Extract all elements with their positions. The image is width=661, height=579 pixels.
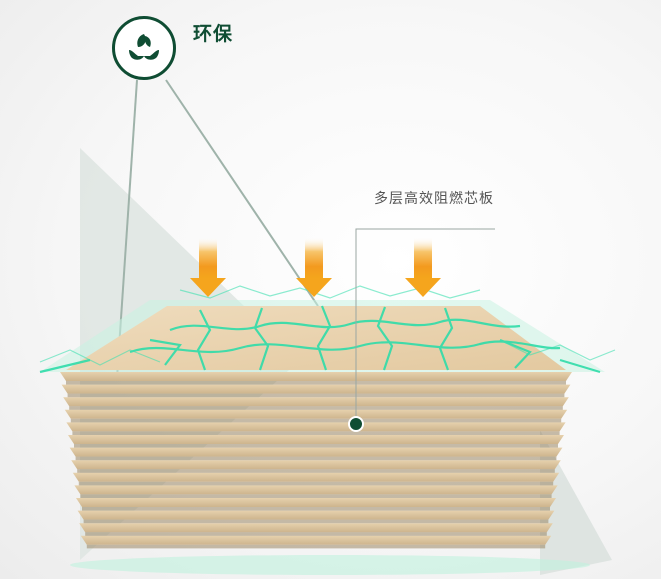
core-sheet	[72, 472, 560, 482]
core-sheet-gap	[66, 381, 566, 385]
core-sheet-gap	[83, 519, 549, 524]
core-sheet	[69, 447, 563, 457]
core-sheet	[74, 485, 558, 495]
core-sheet-gap	[69, 406, 563, 410]
core-sheet-gap	[72, 431, 560, 435]
core-sheet-gap	[80, 494, 552, 498]
core-sheet	[68, 435, 564, 444]
core-sheet-gap	[77, 469, 555, 473]
background-triangle-right	[540, 430, 612, 575]
core-sheet-gap	[86, 544, 546, 549]
core-sheet	[71, 460, 561, 470]
core-sheet	[61, 384, 571, 394]
core-sheet-gap	[82, 507, 550, 511]
heat-arrow-middle	[296, 237, 332, 297]
callout-line	[355, 228, 495, 424]
core-sheet-gap	[74, 444, 558, 448]
bottom-glow	[70, 555, 590, 575]
core-board-label: 多层高效阻燃芯板	[374, 191, 494, 207]
heat-arrow-left	[190, 237, 226, 297]
core-sheet-gap	[85, 532, 547, 536]
core-sheet	[79, 523, 553, 533]
eco-badge	[112, 16, 176, 80]
eco-label: 环保	[193, 23, 234, 45]
core-sheet-gap	[70, 418, 562, 423]
mesh-sparkles	[39, 285, 616, 366]
core-sheet-gap	[78, 481, 554, 486]
core-sheet	[63, 397, 569, 407]
core-board-layers	[60, 372, 572, 549]
green-mesh-network	[39, 305, 601, 374]
core-sheet-gap	[67, 393, 565, 398]
core-sheet	[80, 535, 552, 545]
core-sheet	[60, 372, 572, 381]
heat-arrow-right	[405, 237, 441, 297]
callout-dot	[348, 416, 364, 432]
badge-connector-line-right	[165, 79, 319, 307]
core-sheet-gap	[75, 456, 557, 461]
leaf-hands-icon	[129, 34, 159, 60]
core-sheet	[64, 409, 568, 419]
heat-arrows	[190, 237, 441, 297]
core-sheet	[77, 510, 555, 520]
core-sheet	[66, 422, 566, 432]
core-sheet	[76, 498, 556, 507]
